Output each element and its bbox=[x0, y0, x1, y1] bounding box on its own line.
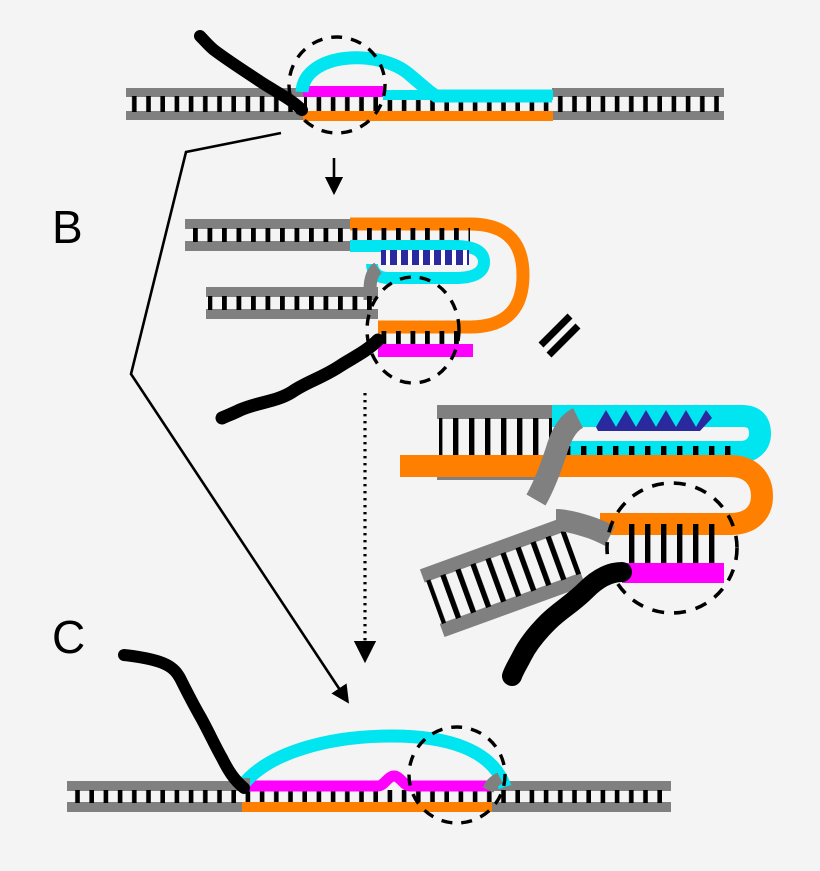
lower-gray-duplex bbox=[206, 287, 378, 319]
upper-orange-cyan-rungs bbox=[350, 228, 470, 242]
upper-gray-duplex bbox=[185, 219, 350, 251]
panel-b-alt bbox=[400, 405, 774, 686]
black-protein-tail bbox=[215, 333, 385, 425]
diagonal-gray-duplex bbox=[419, 518, 586, 638]
lower-orange-magenta-rungs bbox=[378, 331, 468, 346]
orange-loop-strand bbox=[350, 217, 530, 334]
dashed-highlight-circle bbox=[287, 35, 387, 135]
panel-label-b: B bbox=[52, 201, 83, 253]
magenta-strand-segment bbox=[242, 770, 491, 792]
gray-crossover-linker-lower bbox=[555, 509, 615, 546]
gray-duplex-right bbox=[489, 781, 671, 812]
arrow-a-to-c-polyline bbox=[129, 131, 350, 704]
gray-duplex-left bbox=[67, 781, 242, 812]
equals-sign bbox=[538, 313, 581, 358]
panel-a bbox=[126, 30, 724, 135]
magenta-strand-segment bbox=[303, 86, 383, 97]
magenta-strand-segment bbox=[622, 563, 724, 583]
cyan-strand-fold bbox=[560, 405, 772, 463]
dashed-highlight-circle bbox=[605, 481, 739, 615]
gray-duplex-right bbox=[552, 88, 724, 120]
perspective-orange-magenta-rungs bbox=[624, 524, 724, 570]
panel-label-c: C bbox=[52, 611, 85, 663]
darkblue-sawtooth-block bbox=[596, 410, 712, 431]
gray-duplex-left bbox=[126, 88, 303, 120]
orange-strand-segment bbox=[303, 111, 553, 121]
black-protein-tail bbox=[502, 562, 632, 686]
darkblue-annealed-block bbox=[381, 250, 469, 265]
middle-basepair-rungs bbox=[243, 790, 491, 803]
dashed-highlight-ellipse bbox=[365, 275, 461, 385]
dashed-highlight-circle bbox=[407, 725, 507, 825]
orange-loop-strand bbox=[400, 455, 774, 535]
panel-c bbox=[67, 649, 671, 825]
cyan-strand-flat bbox=[383, 90, 553, 100]
black-protein-tail bbox=[118, 649, 250, 794]
cyan-low-arch bbox=[236, 729, 512, 791]
black-protein-tail bbox=[194, 30, 308, 116]
panel-b bbox=[185, 217, 530, 425]
magenta-strand-segment bbox=[378, 344, 473, 357]
gray-crossover-linker-upper bbox=[526, 408, 584, 506]
orange-strand-segment bbox=[242, 802, 492, 812]
gray-junction-nub-right bbox=[482, 772, 503, 793]
